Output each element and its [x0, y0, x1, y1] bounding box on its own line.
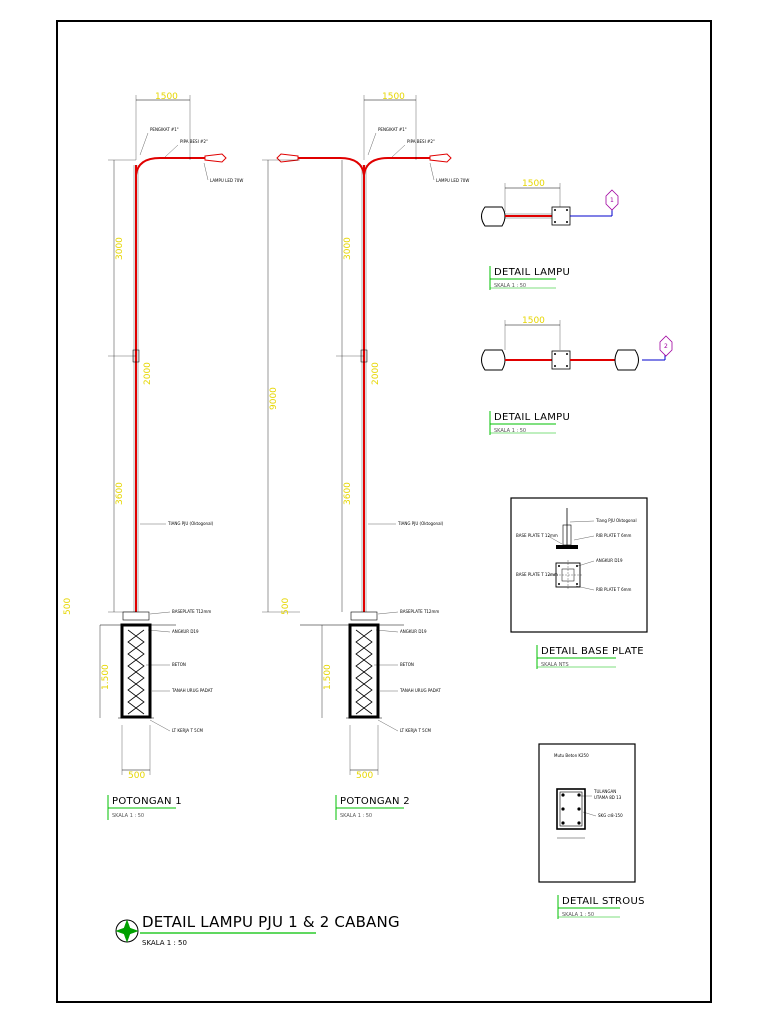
pole-2-arm-left — [298, 157, 365, 176]
pole-2-arm-right — [363, 157, 430, 176]
detail-lampu-2-title: DETAIL LAMPU — [494, 412, 570, 423]
base-plate-frame — [510, 497, 648, 633]
base-plate-scale: SKALA NTS — [541, 662, 569, 668]
pole-1-upper-dim: 3000 — [115, 237, 125, 260]
section-2-title: POTONGAN 2 — [340, 796, 410, 807]
strous-label-sengkang: SKG ∅8-150 — [598, 813, 623, 818]
detail-lampu-1: 1500 1 DETAIL LAMPU SKALA 1 : 50 — [481, 179, 619, 290]
detail-lampu-2-dim: 1500 — [522, 316, 545, 326]
pole-2-label-tanah: TANAH URUG PADAT — [399, 688, 441, 693]
pole-1-label-pengikat: PENGIKAT #1" — [150, 127, 179, 132]
pole-1-above-ground-dim: 500 — [63, 598, 73, 615]
main-title-block: DETAIL LAMPU PJU 1 & 2 CABANG SKALA 1 : … — [115, 913, 400, 947]
pole-2-width-dim: 500 — [356, 771, 373, 781]
section-1-scale: SKALA 1 : 50 — [112, 813, 144, 819]
pole-1-label-tanah: TANAH URUG PADAT — [171, 688, 213, 693]
bp-label-plate-top: BASE PLATE T 12mm — [516, 533, 558, 538]
bp-label-tiang: Tiang PJU Oktogonal — [595, 518, 637, 523]
base-plate-title: DETAIL BASE PLATE — [541, 646, 644, 657]
sheet-border — [56, 20, 712, 1003]
pole-2-lower-dim: 3600 — [343, 482, 353, 505]
section-2-scale: SKALA 1 : 50 — [340, 813, 372, 819]
pole-2-label-tiang: TIANG PJU (Oktogonal) — [397, 521, 444, 526]
pole-1-lower-dim: 3600 — [115, 482, 125, 505]
pole-1-foundation — [120, 623, 152, 719]
pole-1-label-lampu: LAMPU LED 70W — [210, 178, 243, 183]
pole-2-middle-dim: 2000 — [371, 362, 381, 385]
pole-1-foundation-dim: 1.500 — [101, 664, 111, 690]
strous-scale: SKALA 1 : 50 — [562, 912, 594, 918]
strous-title: DETAIL STROUS — [562, 896, 645, 907]
detail-lampu-1-dim: 1500 — [522, 179, 545, 189]
pole-2-label-beton: BETON — [400, 662, 414, 667]
pole-2-label-baseplate: BASEPLATE T12mm — [400, 609, 439, 614]
detail-lampu-2-scale: SKALA 1 : 50 — [494, 428, 526, 434]
bp-label-rib-top: RIB PLATE T 6mm — [596, 533, 632, 538]
pole-2-label-ltkerja: LT KERJA T 5CM — [400, 728, 431, 733]
pole-1-label-ltkerja: LT KERJA T 5CM — [172, 728, 203, 733]
pole-2-label-pengikat: PENGIKAT #1" — [378, 127, 407, 132]
pole-1-label-baseplate: BASEPLATE T12mm — [172, 609, 211, 614]
pole-2: 1500 9000 3000 2000 3600 PENGIKAT #1" PI… — [262, 92, 469, 820]
pole-2-label-angkur: ANGKUR D19 — [400, 629, 427, 634]
pole-2-foundation — [348, 623, 380, 719]
pole-2-total-dim: 9000 — [269, 387, 279, 410]
detail-lampu-2-marker: 2 — [664, 343, 668, 350]
pole-1: 1500 3000 2000 3600 PENGIKAT #1" PIPA BE… — [63, 92, 243, 820]
pole-1-arm-dimension: 1500 — [155, 92, 178, 102]
pole-2-label-lampu: LAMPU LED 70W — [436, 178, 469, 183]
pole-1-label-pipa: PIPA BESI #2" — [180, 139, 208, 144]
strous-section — [556, 788, 586, 830]
pole-2-upper-dim: 3000 — [343, 237, 353, 260]
main-scale: SKALA 1 : 50 — [142, 939, 187, 947]
detail-base-plate: Tiang PJU Oktogonal BASE PLATE T 12mm RI… — [510, 497, 648, 669]
pole-1-label-tiang: TIANG PJU (Oktogonal) — [167, 521, 214, 526]
pole-1-arm — [135, 157, 205, 176]
bp-label-rib-side: RIB PLATE T 6mm — [596, 587, 632, 592]
strous-concrete-note: Mutu Beton K250 — [554, 753, 589, 758]
pole-2-label-pipa: PIPA BESI #2" — [407, 139, 435, 144]
detail-lampu-1-marker: 1 — [610, 197, 614, 204]
bp-label-angkur: ANGKUR D19 — [596, 558, 623, 563]
detail-lampu-1-title: DETAIL LAMPU — [494, 267, 570, 278]
main-title: DETAIL LAMPU PJU 1 & 2 CABANG — [142, 913, 400, 931]
section-1-title: POTONGAN 1 — [112, 796, 182, 807]
pole-2-foundation-dim: 1.500 — [323, 664, 333, 690]
detail-strous: Mutu Beton K250 TULANGAN UTAMA 8D 13 SKG… — [538, 743, 645, 919]
pole-2-arm-dimension: 1500 — [382, 92, 405, 102]
pole-1-label-angkur: ANGKUR D19 — [172, 629, 199, 634]
strous-label-tulangan: TULANGAN — [593, 789, 616, 794]
pole-2-above-ground-dim: 500 — [281, 598, 291, 615]
detail-lampu-1-scale: SKALA 1 : 50 — [494, 283, 526, 289]
pole-1-label-beton: BETON — [172, 662, 186, 667]
bp-label-plate-side: BASE PLATE T 12mm — [516, 572, 558, 577]
pole-1-middle-dim: 2000 — [143, 362, 153, 385]
detail-lampu-2: 1500 2 DETAIL LAMPU SKALA 1 : 50 — [481, 316, 673, 435]
strous-label-utama: UTAMA 8D 13 — [594, 795, 622, 800]
strous-frame — [538, 743, 636, 883]
pole-1-width-dim: 500 — [128, 771, 145, 781]
